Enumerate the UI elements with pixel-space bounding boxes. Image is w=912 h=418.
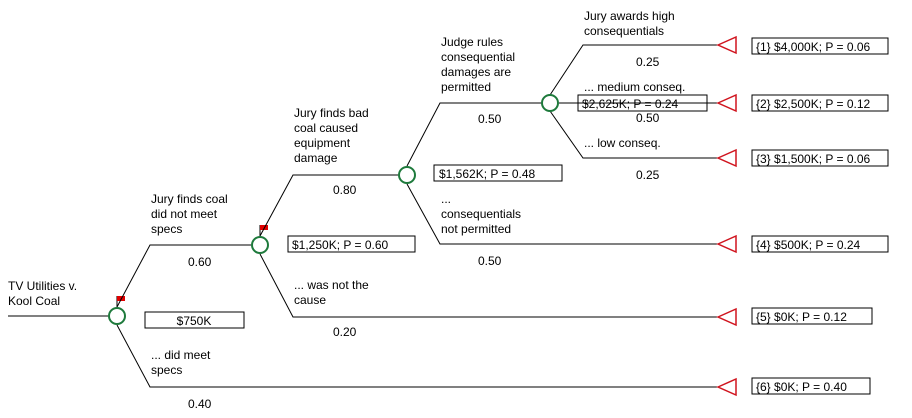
prob-high: 0.25 [636,55,660,69]
branch-label-did-not-meet: Jury finds coal did not meet specs [151,192,231,236]
branch-low-conseq [549,110,718,159]
node-a-value: $1,250K; P = 0.60 [292,238,389,252]
root-value: $750K [177,314,212,328]
node-a-value-box [287,235,416,253]
branch-label-did-meet: ... did meet specs [151,348,214,377]
branch-label-not-permitted: ... consequentials not permitted [441,192,524,236]
branch-label-not-cause: ... was not the cause [294,278,372,307]
chance-node-b-icon [398,166,416,184]
branch-consequentials-permitted [406,102,542,167]
outcome-5: {5} $0K; P = 0.12 [756,310,847,324]
branch-label-high: Jury awards high consequentials [584,9,678,38]
outcome-3: {3} $1,500K; P = 0.06 [756,152,871,166]
prob-low: 0.25 [636,168,660,182]
branch-label-low: ... low conseq. [584,136,661,150]
branch-label-bad-coal: Jury finds bad coal caused equipment dam… [294,106,372,165]
chance-node-c-icon [541,94,559,112]
outcome-4-box [751,235,889,253]
prob-permitted: 0.50 [478,112,502,126]
branch-was-not-cause [259,253,718,318]
branch-label-permitted: Judge rules consequential damages are pe… [441,35,518,94]
outcome-2-box [751,94,889,112]
terminal-node-1-icon [716,35,737,55]
branch-did-not-meet-specs [116,244,251,308]
outcome-4: {4} $500K; P = 0.24 [756,238,861,252]
outcome-1: {1} $4,000K; P = 0.06 [756,40,871,54]
outcome-3-box [751,149,889,167]
outcome-6-box [751,377,871,395]
outcome-6: {6} $0K; P = 0.40 [756,380,847,394]
prob-not-cause: 0.20 [333,325,357,339]
prob-not-permitted: 0.50 [478,254,502,268]
terminal-node-5-icon [716,307,737,327]
outcome-1-box [751,37,889,55]
branch-consequentials-not-permitted [406,183,718,245]
chance-node-a-icon [251,236,269,254]
root-label: TV Utilities v. Kool Coal [8,279,80,308]
terminal-node-4-icon [716,234,737,254]
branch-bad-coal-caused [259,174,398,237]
root-value-box [144,311,245,329]
node-b-value-box [433,164,563,182]
prob-did-meet: 0.40 [188,397,212,411]
branch-high-conseq [549,44,718,96]
outcome-2: {2} $2,500K; P = 0.12 [756,97,871,111]
chance-node-root-icon [108,307,126,325]
branch-label-medium: ... medium conseq. [584,80,685,94]
prob-did-not-meet: 0.60 [188,255,212,269]
outcome-5-box [751,307,873,325]
terminal-node-3-icon [716,148,737,168]
node-a-flag-icon [259,225,268,236]
terminal-node-6-icon [716,377,737,397]
prob-bad-coal: 0.80 [333,183,357,197]
branch-did-meet-specs [116,324,718,388]
node-b-value: $1,562K; P = 0.48 [439,167,536,181]
terminal-node-2-icon [716,93,737,113]
prob-medium: 0.50 [636,111,660,125]
node-c-value: $2,625K; P = 0.24 [582,97,679,111]
